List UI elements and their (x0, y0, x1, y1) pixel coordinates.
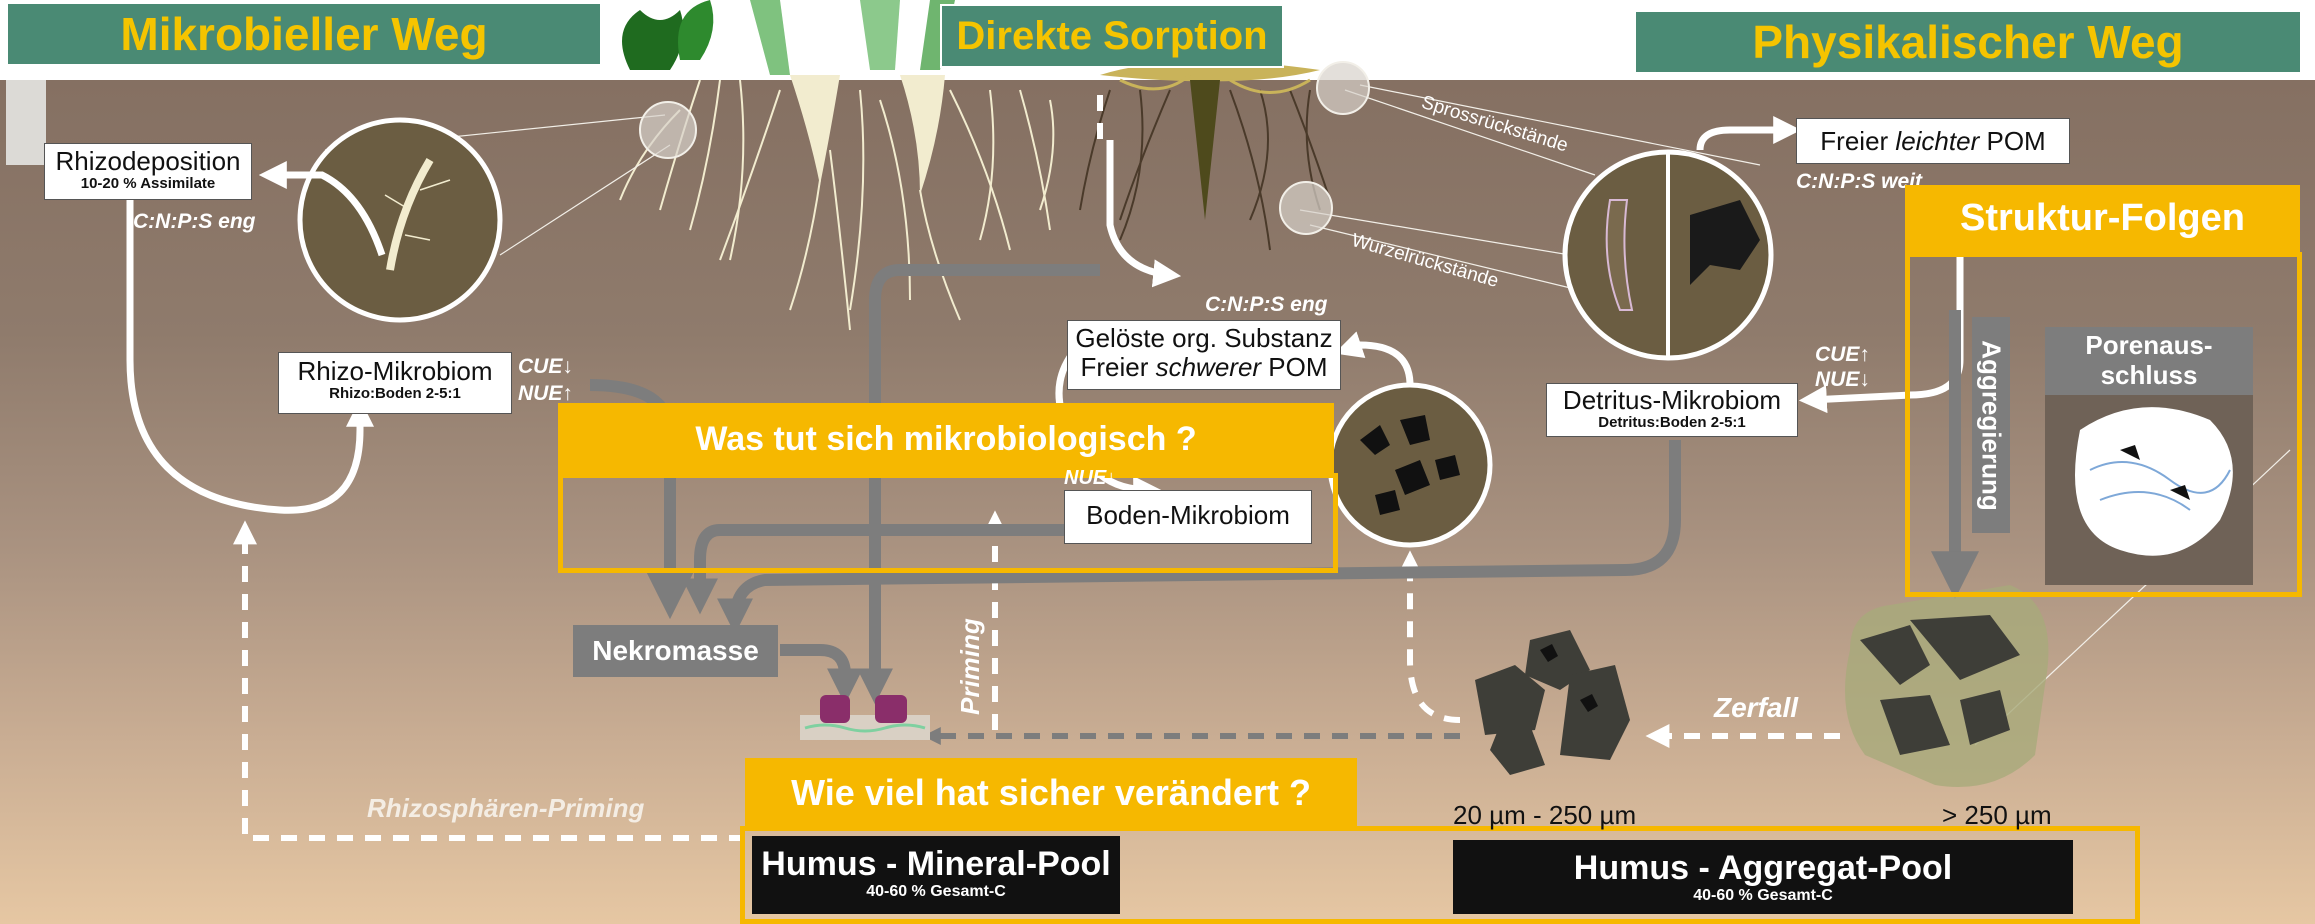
root-magnifier (300, 120, 500, 320)
question-microbiological: Was tut sich mikrobiologisch ? (558, 403, 1334, 475)
magnifier-small-root (1280, 182, 1332, 234)
nue-right-label: NUE↓ (1815, 368, 1870, 392)
cnps-narrow-center-label: C:N:P:S eng (1205, 293, 1328, 317)
large-aggregate (1845, 585, 2048, 787)
pom-magnifier (1565, 152, 1771, 358)
question-change: Wie viel hat sicher verändert ? (745, 758, 1357, 828)
humus-mineral-pool: Humus - Mineral-Pool 40-60 % Gesamt-C (752, 836, 1120, 914)
header-microbial-path: Mikrobieller Weg (8, 4, 600, 64)
rhizosphere-priming-label: Rhizosphären-Priming (367, 793, 644, 824)
free-light-pom-box: Freier leichter POM (1796, 118, 2070, 164)
magnifier-small-left (640, 102, 696, 158)
humus-aggregate-pool: Humus - Aggregat-Pool 40-60 % Gesamt-C (1453, 840, 2073, 914)
soil-microbiome-box: Boden-Mikrobiom (1064, 490, 1312, 544)
decay-label: Zerfall (1714, 692, 1798, 724)
size-large-label: > 250 µm (1942, 800, 2052, 831)
cue-right-label: CUE↑ (1815, 343, 1870, 367)
cnps-narrow-left-label: C:N:P:S eng (133, 210, 256, 234)
magnifier-small-shoot (1317, 62, 1369, 114)
cnps-wide-label: C:N:P:S weit (1796, 170, 1922, 194)
structure-consequences-frame (1905, 252, 2302, 597)
rhizo-microbiome-box: Rhizo-Mikrobiom Rhizo:Boden 2-5:1 (278, 352, 512, 414)
detritus-microbiome-box: Detritus-Mikrobiom Detritus:Boden 2-5:1 (1546, 383, 1798, 437)
aggregation-bar: Aggregierung (1972, 317, 2010, 533)
nue-center-label: NUE↓ (1064, 467, 1116, 490)
size-small-label: 20 µm - 250 µm (1453, 800, 1636, 831)
necromass-box: Nekromasse (573, 625, 778, 677)
cue-left-label: CUE↓ (518, 355, 573, 379)
header-physical-path: Physikalischer Weg (1636, 12, 2300, 72)
mineral-complexes (800, 695, 930, 740)
rhizodeposition-box: Rhizodeposition 10-20 % Assimilate (44, 143, 252, 200)
header-direct-sorption: Direkte Sorption (940, 4, 1284, 68)
priming-label: Priming (955, 618, 986, 715)
structure-consequences-title: Struktur-Folgen (1905, 185, 2300, 252)
soil-microbiome-magnifier (1330, 385, 1490, 545)
dissolved-organic-box: Gelöste org. Substanz Freier schwerer PO… (1067, 320, 1341, 390)
pore-exclusion-box: Porenaus-schluss (2045, 327, 2253, 395)
small-aggregates (1475, 630, 1630, 775)
